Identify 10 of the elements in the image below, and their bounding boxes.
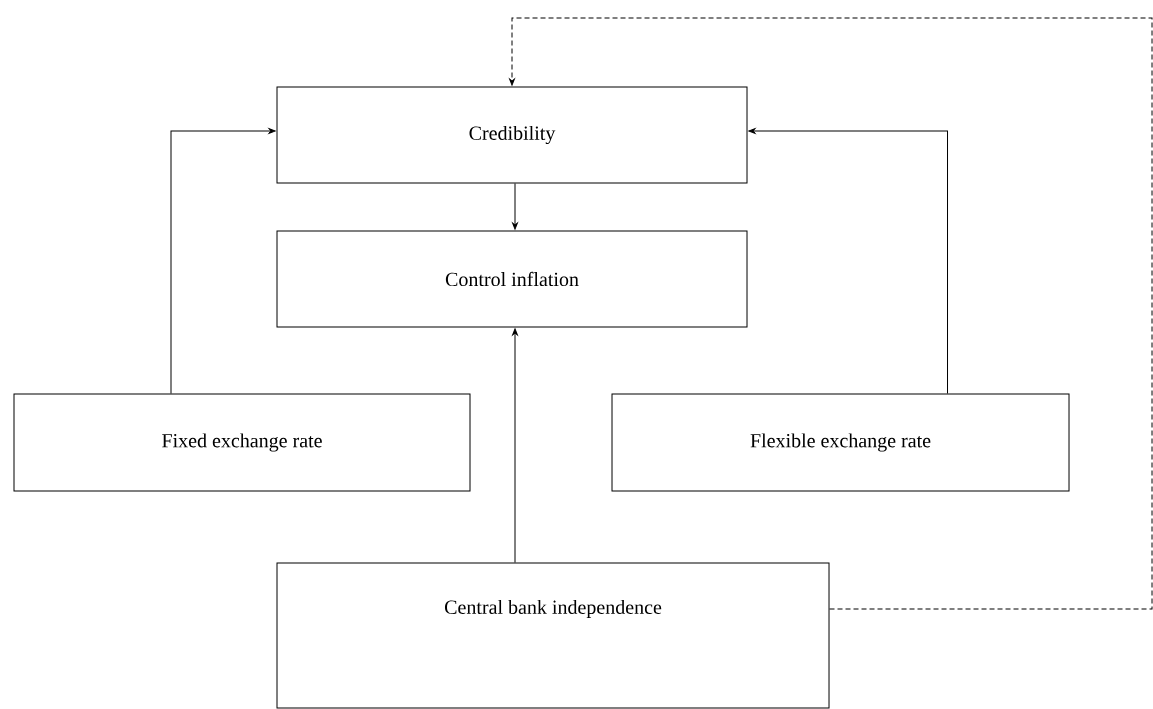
- process-box: Control inflation: [276, 230, 748, 328]
- process-box: Fixed exchange rate: [13, 393, 471, 492]
- process-box: Credibility: [276, 86, 748, 184]
- process-box: Flexible exchange rate: [611, 393, 1070, 492]
- arrow: [170, 128, 276, 394]
- arrow: [509, 17, 1153, 610]
- arrow: [512, 328, 518, 563]
- arrow: [512, 183, 518, 230]
- arrow: [748, 128, 948, 394]
- process-box: Central bank independence: [276, 562, 830, 709]
